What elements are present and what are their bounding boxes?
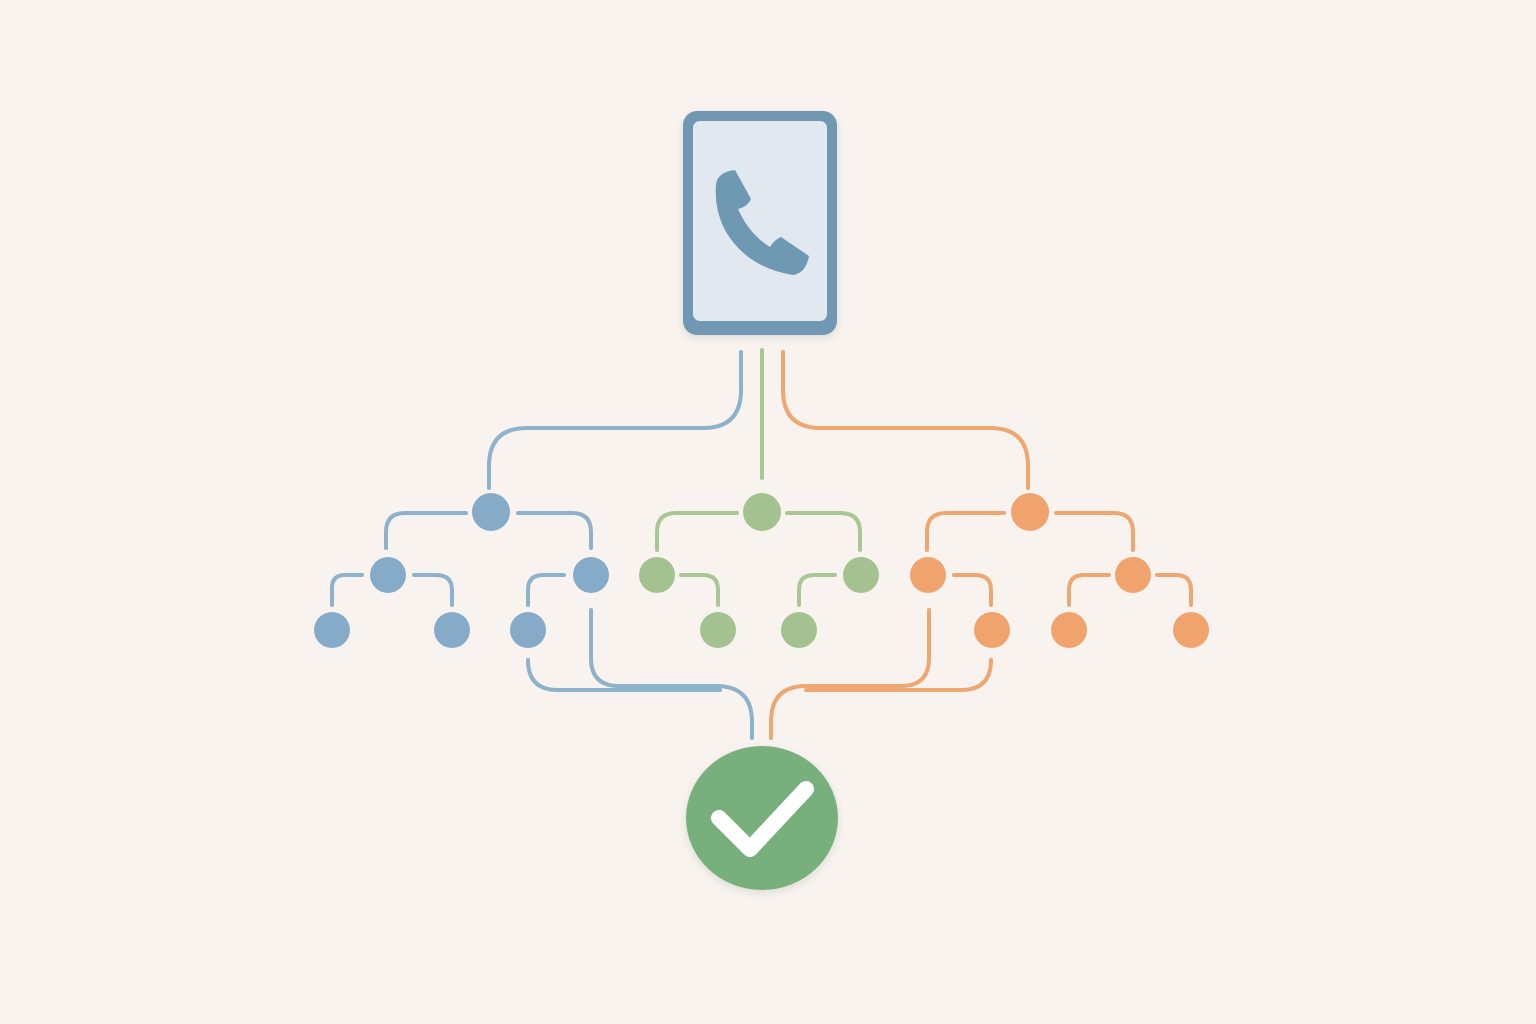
node-orange bbox=[974, 612, 1010, 648]
node-blue bbox=[314, 612, 350, 648]
leaf-line-blue bbox=[412, 573, 454, 607]
leaf-line-blue bbox=[330, 573, 364, 607]
node-blue bbox=[472, 493, 510, 531]
success-badge bbox=[686, 746, 838, 890]
node-green bbox=[743, 493, 781, 531]
leaf-line-green bbox=[679, 573, 720, 607]
branch-line-green bbox=[785, 511, 862, 552]
node-blue bbox=[434, 612, 470, 648]
node-green bbox=[639, 557, 675, 593]
node-blue bbox=[510, 612, 546, 648]
checkmark-icon bbox=[711, 781, 814, 857]
connection-lines bbox=[330, 348, 1193, 740]
phone-device bbox=[683, 111, 837, 335]
branch-line-orange bbox=[1054, 511, 1135, 552]
leaf-line-orange bbox=[1067, 573, 1111, 607]
node-orange bbox=[910, 557, 946, 593]
node-green bbox=[843, 557, 879, 593]
node-blue bbox=[573, 557, 609, 593]
branch-line-blue bbox=[384, 511, 468, 550]
leaf-line-orange bbox=[952, 573, 993, 607]
node-orange bbox=[1173, 612, 1209, 648]
converge-line-blue bbox=[526, 658, 722, 692]
phone-icon bbox=[715, 170, 809, 275]
node-green bbox=[700, 612, 736, 648]
node-green bbox=[781, 612, 817, 648]
converge-line-orange bbox=[804, 658, 993, 692]
converge-line-blue bbox=[589, 608, 754, 740]
trunk-line-orange bbox=[781, 350, 1030, 490]
node-orange bbox=[1051, 612, 1087, 648]
phone-screen bbox=[693, 121, 827, 321]
leaf-line-green bbox=[797, 573, 837, 607]
branch-line-green bbox=[655, 511, 739, 552]
trunk-line-blue bbox=[487, 350, 743, 490]
converge-line-orange bbox=[769, 608, 931, 740]
branch-line-orange bbox=[925, 511, 1006, 552]
node-orange bbox=[1011, 493, 1049, 531]
leaf-line-orange bbox=[1155, 573, 1193, 607]
tree-nodes bbox=[314, 493, 1209, 648]
branch-line-blue bbox=[516, 511, 593, 550]
node-blue bbox=[370, 557, 406, 593]
leaf-line-blue bbox=[526, 573, 566, 607]
node-orange bbox=[1115, 557, 1151, 593]
